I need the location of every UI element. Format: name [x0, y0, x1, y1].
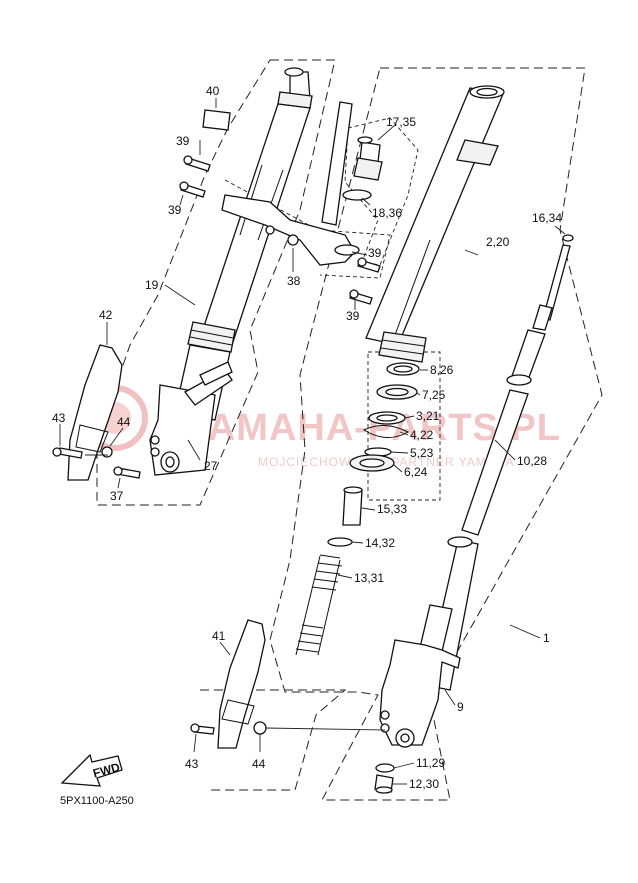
bolts-left — [52, 155, 381, 479]
callout-14-32: 14,32 — [365, 536, 395, 550]
callout-39-d: 39 — [346, 309, 360, 323]
spacer-collar — [327, 486, 363, 547]
callout-15-33: 15,33 — [377, 502, 407, 516]
label-40-sticker — [202, 109, 231, 131]
callout-40: 40 — [206, 84, 220, 98]
diagram-code: 5PX1100-A250 — [60, 795, 134, 807]
callout-6-24: 6,24 — [404, 465, 428, 479]
fwd-label: FWD — [91, 760, 121, 781]
callout-1: 1 — [543, 631, 550, 645]
left-guard — [67, 344, 123, 481]
callout-8-26: 8,26 — [430, 363, 454, 377]
callout-16-34: 16,34 — [532, 211, 562, 225]
main-dust-seal — [378, 331, 427, 363]
callout-42: 42 — [99, 308, 113, 322]
callout-38: 38 — [287, 274, 301, 288]
main-outer-tube — [379, 536, 479, 748]
front-guard — [190, 619, 267, 749]
main-fork-assembly — [190, 85, 574, 794]
callout-11-29: 11,29 — [416, 756, 445, 770]
callout-13-31: 13,31 — [354, 571, 384, 585]
callout-44-a: 44 — [117, 415, 131, 429]
callout-18-36: 18,36 — [372, 206, 402, 220]
damper-rod — [461, 234, 574, 536]
main-inner-tube — [365, 85, 505, 346]
left-outer-tube — [149, 344, 233, 476]
fwd-arrow-icon: FWD — [60, 753, 123, 787]
callout-10-28: 10,28 — [517, 454, 547, 468]
callout-17-35: 17,35 — [386, 115, 416, 129]
top-bracket — [221, 194, 360, 266]
callout-41: 41 — [212, 629, 226, 643]
leader-lines — [59, 98, 566, 785]
bottom-bolts — [374, 763, 395, 794]
callout-4-22: 4,22 — [410, 428, 434, 442]
callout-7-25: 7,25 — [422, 388, 446, 402]
lower-leg-outline — [200, 689, 347, 791]
callout-39-a: 39 — [176, 134, 190, 148]
callout-5-23: 5,23 — [410, 446, 434, 460]
fork-spring — [295, 554, 343, 656]
callout-39-c: 39 — [368, 246, 382, 260]
callout-9: 9 — [457, 700, 464, 714]
callout-12-30: 12,30 — [409, 777, 439, 791]
callout-37: 37 — [110, 489, 124, 503]
callout-2-20: 2,20 — [486, 235, 510, 249]
callout-19: 19 — [145, 278, 159, 292]
callout-44-b: 44 — [252, 757, 266, 771]
bracket-outline — [224, 179, 391, 279]
callout-27: 27 — [204, 459, 218, 473]
seal-stack — [349, 362, 420, 472]
callout-39-b: 39 — [168, 203, 182, 217]
left-fork-assembly — [52, 67, 381, 481]
damper-rod-outline — [367, 351, 441, 501]
callout-3-21: 3,21 — [416, 409, 440, 423]
cap-bolt-assembly — [321, 101, 383, 226]
callout-43-b: 43 — [185, 757, 199, 771]
left-dust-seal — [187, 321, 236, 353]
main-fork-outline — [269, 67, 603, 801]
callout-43-a: 43 — [52, 411, 66, 425]
callouts: 40 39 39 39 39 38 19 42 43 44 37 27 41 4… — [52, 84, 562, 791]
